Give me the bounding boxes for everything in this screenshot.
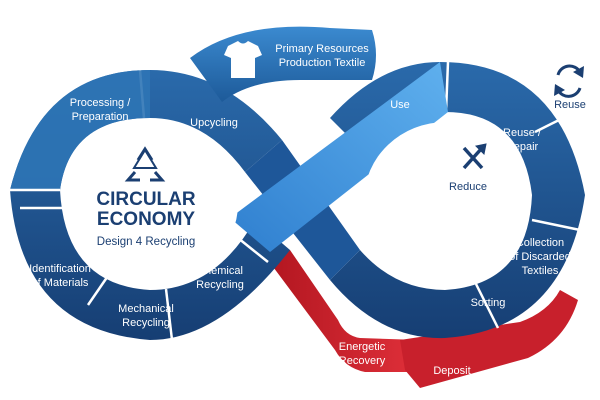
reuse-badge-label: Reuse [554,99,586,111]
energetic-line2: Recovery [339,355,386,367]
primary-resources-line1: Primary Resources [275,43,369,55]
mechanical-line1: Mechanical [118,303,174,315]
collection-line3: Textiles [522,265,559,277]
deposit-label: Deposit [433,365,470,377]
reduce-icon [462,143,487,170]
reuse-repair-line1: Reuse / [503,127,542,139]
sorting-label: Sorting [471,297,506,309]
chemical-line2: Recycling [196,279,244,291]
collection-line1: Collection [516,237,564,249]
processing-line1: Processing / [70,97,131,109]
upcycling-label: Upcycling [190,117,238,129]
title-line2: ECONOMY [97,209,196,230]
reuse-repair-line2: Repair [506,141,539,153]
right-loop-ring [330,62,585,339]
recycle-icon [124,146,166,182]
use-label: Use [390,99,410,111]
primary-resources-line2: Production Textile [279,57,366,69]
processing-line2: Preparation [72,111,129,123]
subtitle: Design 4 Recycling [97,236,195,248]
energetic-recovery-band [262,250,420,372]
t-shirt-icon [224,41,262,78]
collection-line2: of Discarded [509,251,571,263]
reuse-icon [554,64,584,98]
identification-line1: Identification [29,263,91,275]
reduce-label: Reduce [449,181,487,193]
identification-line2: of Materials [32,277,89,289]
mechanical-line2: Recycling [122,317,170,329]
title-line1: CIRCULAR [96,189,195,210]
deposit-band [400,290,578,388]
crossing-band-front [230,62,448,252]
energetic-line1: Energetic [339,341,386,353]
chemical-line1: Chemical [197,265,243,277]
